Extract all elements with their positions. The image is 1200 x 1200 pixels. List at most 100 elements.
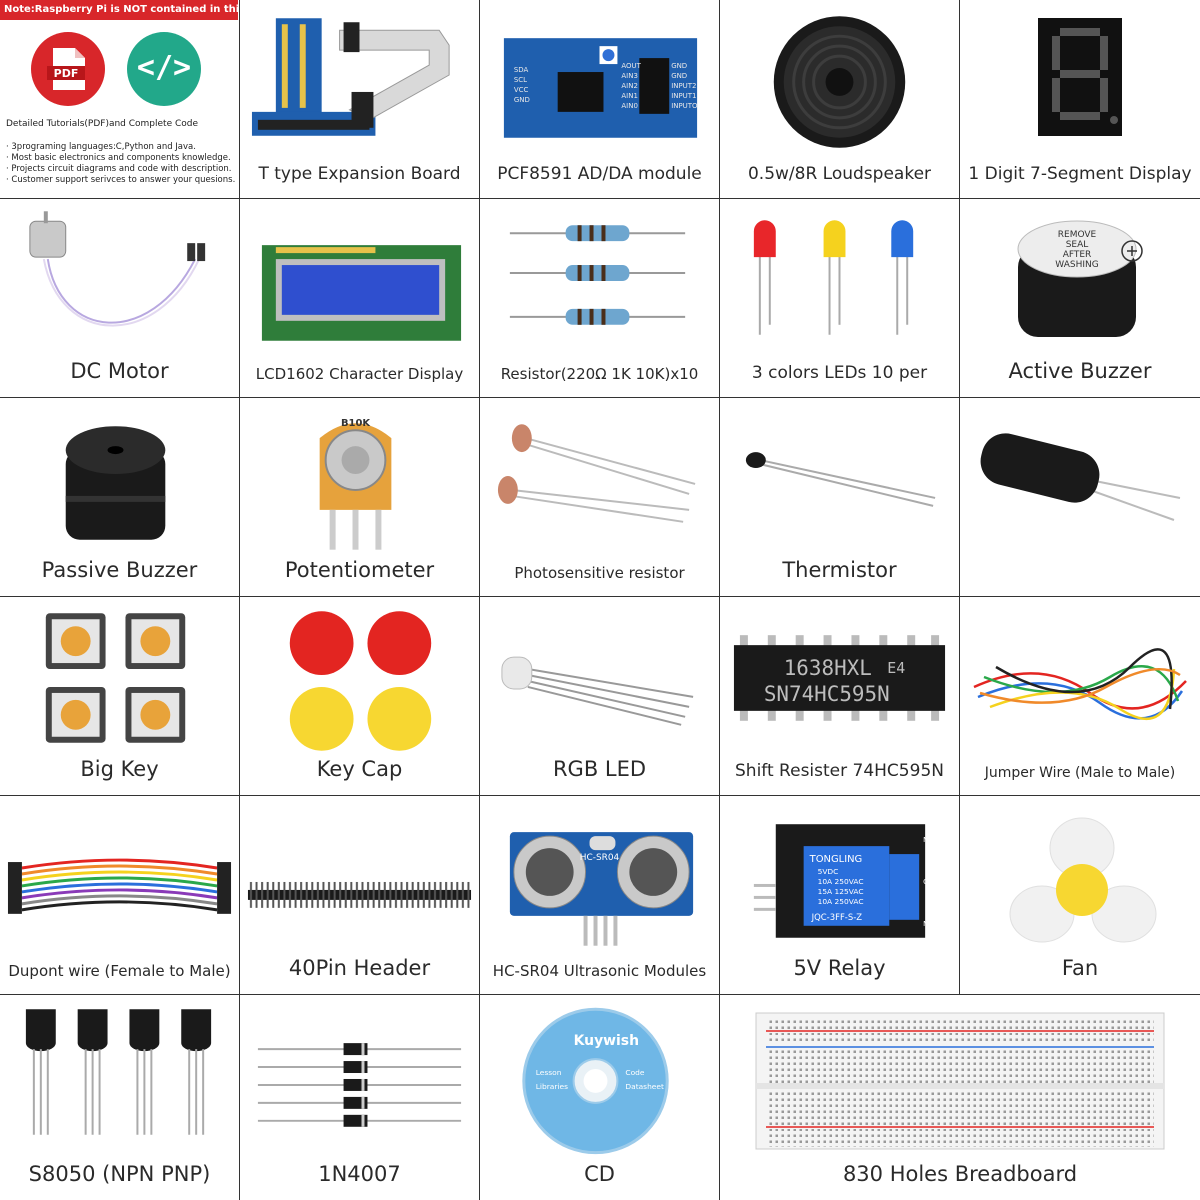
- item-resistors: Resistor(220Ω 1K 10K)x10: [480, 199, 720, 398]
- item-tilt-switch: [960, 398, 1200, 597]
- thermistor-image: [745, 452, 936, 507]
- pdf-icon: PDF: [31, 32, 105, 106]
- pcf-pin-label: INPUT2: [671, 82, 696, 90]
- leds-image: [753, 220, 914, 335]
- lcd1602-image: [261, 245, 462, 341]
- key-cap-image: [289, 611, 432, 751]
- item-dc-motor: DC Motor: [0, 199, 240, 398]
- cd-menu-item: Datasheet: [625, 1082, 664, 1091]
- pcf-pin-label: SDA: [514, 66, 529, 74]
- item-label: Shift Resister 74HC595N: [735, 761, 944, 781]
- item-hc-sr04: HC-SR04 HC-SR04 Ultrasonic Modules: [480, 796, 720, 995]
- pcf-pin-label: SCL: [514, 76, 527, 84]
- item-t-type-expansion-board: T type Expansion Board: [240, 0, 480, 199]
- transistor-image: [25, 1009, 212, 1135]
- item-label: HC-SR04 Ultrasonic Modules: [492, 962, 707, 980]
- diode-image: [257, 1043, 462, 1127]
- passive-buzzer-image: [65, 426, 166, 540]
- item-label: LCD1602 Character Display: [255, 365, 464, 383]
- item-label: Jumper Wire (Male to Male): [984, 765, 1176, 781]
- item-label: 3 colors LEDs 10 per: [751, 363, 928, 383]
- shift-register-image: 1638HXL E4 SN74HC595N: [733, 635, 946, 721]
- item-label: Dupont wire (Female to Male): [8, 962, 231, 980]
- pot-marking: B10K: [341, 418, 370, 429]
- item-label: Thermistor: [782, 558, 897, 582]
- pdf-icon-text: PDF: [54, 67, 79, 80]
- pcf8591-image: SDA SCL VCC GND AOUT AIN3 AIN2 AIN1 AIN0…: [503, 38, 698, 138]
- dc-motor-image: [29, 211, 206, 327]
- resistors-image: [509, 225, 686, 325]
- potentiometer-image: B10K: [319, 418, 392, 550]
- pin-header-image: [247, 881, 472, 908]
- pcf-pin-label: GND: [514, 96, 530, 104]
- relay-rating: 15A 125VAC: [818, 887, 864, 896]
- pcf-pin-label: VCC: [514, 86, 529, 94]
- item-label: 830 Holes Breadboard: [842, 1162, 1078, 1186]
- pcf-pin-label: INPUTO: [671, 102, 698, 110]
- item-pcf8591-module: SDA SCL VCC GND AOUT AIN3 AIN2 AIN1 AIN0…: [480, 0, 720, 199]
- item-40pin-header: 40Pin Header: [240, 796, 480, 995]
- item-label: S8050 (NPN PNP): [28, 1162, 211, 1186]
- cd-menu-item: Code: [625, 1068, 644, 1077]
- item-lcd1602: LCD1602 Character Display: [240, 199, 480, 398]
- item-label: RGB LED: [552, 757, 647, 781]
- item-label: Big Key: [80, 757, 159, 781]
- intro-bullet: · Projects circuit diagrams and code wit…: [6, 164, 232, 174]
- item-active-buzzer: REMOVE SEAL AFTER WASHING Active Buzzer: [960, 199, 1200, 398]
- fan-image: [1009, 817, 1157, 943]
- relay-terminal: NO: [923, 920, 934, 928]
- t-board-image: [251, 18, 450, 136]
- relay-terminal: NC: [923, 836, 933, 844]
- cd-menu-item: Lesson: [536, 1068, 562, 1077]
- buzzer-sticker-text: AFTER: [1063, 250, 1092, 260]
- kit-note: Note:Raspberry Pi is NOT contained in th…: [0, 0, 239, 20]
- active-buzzer-image: REMOVE SEAL AFTER WASHING: [1017, 220, 1143, 337]
- code-icon: </>: [127, 32, 201, 106]
- relay-brand: TONGLING: [809, 854, 863, 865]
- item-key-cap: Key Cap: [240, 597, 480, 796]
- item-cd: Kuywish Lesson Libraries Code Datasheet …: [480, 995, 720, 1200]
- pcf-pin-label: AIN3: [621, 72, 637, 80]
- item-label: 0.5w/8R Loudspeaker: [747, 164, 932, 184]
- hc-sr04-image: HC-SR04: [509, 832, 694, 946]
- item-jumper-wire: Jumper Wire (Male to Male): [960, 597, 1200, 796]
- rgb-led-image: [501, 656, 694, 726]
- item-thermistor: Thermistor: [720, 398, 960, 597]
- jumper-wire-image: [973, 648, 1187, 720]
- item-breadboard: 830 Holes Breadboard: [720, 995, 1200, 1200]
- item-leds: 3 colors LEDs 10 per: [720, 199, 960, 398]
- item-passive-buzzer: Passive Buzzer: [0, 398, 240, 597]
- item-label: 1 Digit 7-Segment Display: [968, 164, 1192, 184]
- item-s8050-transistor: S8050 (NPN PNP): [0, 995, 240, 1200]
- item-loudspeaker: 0.5w/8R Loudspeaker: [720, 0, 960, 199]
- item-label: Resistor(220Ω 1K 10K)x10: [500, 365, 699, 383]
- item-label: T type Expansion Board: [258, 164, 461, 184]
- seven-segment-image: [1038, 18, 1122, 136]
- item-7-segment-display: 1 Digit 7-Segment Display: [960, 0, 1200, 199]
- item-label: Active Buzzer: [1008, 359, 1152, 383]
- item-potentiometer: B10K Potentiometer: [240, 398, 480, 597]
- item-label: 1N4007: [318, 1162, 401, 1186]
- intro-heading: Detailed Tutorials(PDF)and Complete Code: [6, 119, 199, 129]
- relay-rating: 5VDC: [818, 867, 839, 876]
- item-label: Photosensitive resistor: [514, 564, 685, 582]
- item-label: Passive Buzzer: [41, 558, 198, 582]
- buzzer-sticker-text: REMOVE: [1058, 230, 1097, 240]
- buzzer-sticker-text: WASHING: [1055, 260, 1098, 270]
- pcf-pin-label: AIN0: [621, 102, 637, 110]
- relay-image: TONGLING 5VDC 10A 250VAC 15A 125VAC 10A …: [753, 824, 940, 938]
- item-label: 40Pin Header: [288, 956, 431, 980]
- big-key-image: [45, 613, 186, 743]
- relay-model: JQC-3FF-S-Z: [811, 912, 863, 922]
- item-rgb-led: RGB LED: [480, 597, 720, 796]
- relay-rating: 10A 250VAC: [818, 877, 864, 886]
- pcf-pin-label: AOUT: [621, 62, 641, 70]
- intro-bullet: · Customer support serivces to answer yo…: [6, 175, 236, 185]
- item-label: Key Cap: [316, 757, 403, 781]
- item-5v-relay: TONGLING 5VDC 10A 250VAC 15A 125VAC 10A …: [720, 796, 960, 995]
- item-shift-register: 1638HXL E4 SN74HC595N Shift Resister 74H…: [720, 597, 960, 796]
- item-dupont-wire: Dupont wire (Female to Male): [0, 796, 240, 995]
- ic-marking-line1: 1638HXL: [784, 656, 872, 680]
- pcf-pin-label: AIN1: [621, 92, 637, 100]
- sonar-marking: HC-SR04: [580, 853, 620, 863]
